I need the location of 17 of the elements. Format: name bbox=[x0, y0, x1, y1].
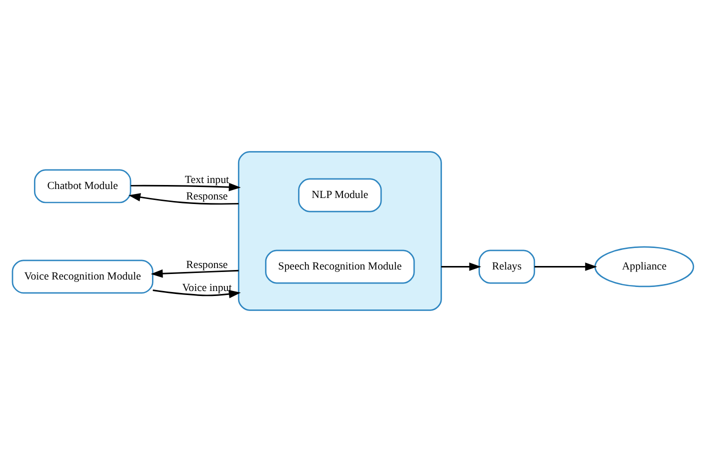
edge-label: Response bbox=[186, 190, 228, 202]
node-box: NLP Module bbox=[298, 178, 382, 212]
edge-label: Response bbox=[186, 259, 228, 272]
arrow bbox=[534, 262, 598, 271]
node-box: Chatbot Module bbox=[34, 169, 132, 204]
node-box: Voice Recognition Module bbox=[12, 260, 154, 294]
edge-label: Voice input bbox=[182, 282, 232, 294]
node-box: Speech Recognition Module bbox=[265, 250, 415, 284]
node-ellipse: Appliance bbox=[594, 246, 694, 288]
arrow bbox=[152, 290, 241, 298]
edge-label: Text input bbox=[184, 174, 230, 186]
node-box: Relays bbox=[478, 250, 536, 284]
arrow bbox=[128, 193, 239, 205]
arrow bbox=[130, 182, 241, 192]
cluster bbox=[238, 151, 442, 311]
arrow bbox=[441, 262, 482, 271]
arrow bbox=[150, 269, 239, 278]
